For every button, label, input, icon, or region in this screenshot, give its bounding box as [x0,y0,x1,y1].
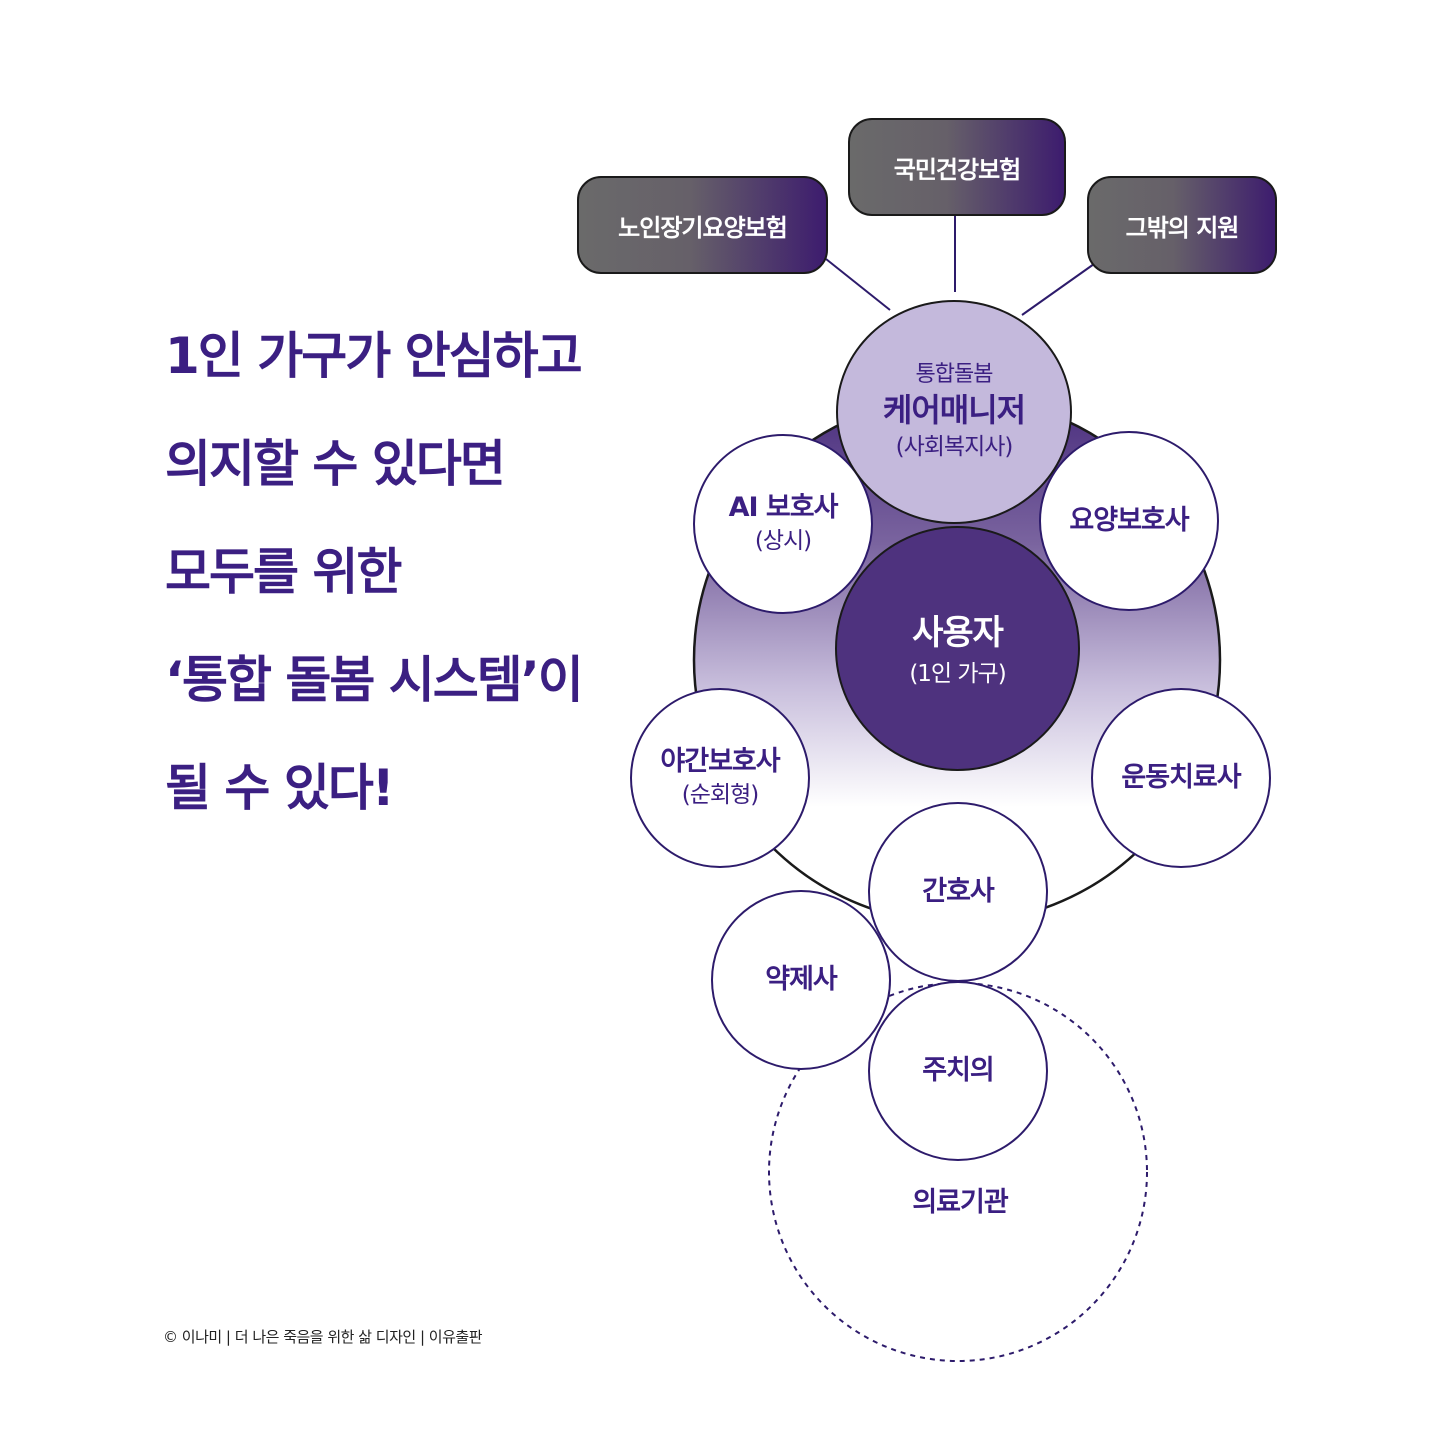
headline: 1인 가구가 안심하고 의지할 수 있다면 모두를 위한 ‘통합 돌봄 시스템’… [165,318,645,858]
headline-line-2: 의지할 수 있다면 [165,435,506,493]
physio-circle: 운동치료사 [1091,688,1271,868]
care-manager-circle: 통합돌봄 케어매니저 (사회복지사) [836,300,1072,524]
ai-caregiver-label: AI 보호사 [728,492,839,523]
connector-long-term-care [825,258,891,311]
medical-institution-label: 의료기관 [912,1187,1008,1218]
user-circle: 사용자 (1인 가구) [835,526,1080,771]
care-worker-circle: 요양보호사 [1039,431,1219,611]
national-health-insurance-label: 국민건강보험 [893,155,1021,184]
night-caregiver-sub: (순회형) [681,782,759,808]
headline-line-1: 1인 가구가 안심하고 [165,327,583,385]
primary-doctor-circle: 주치의 [868,981,1048,1161]
copyright-text: © 이나미 | 더 나은 죽음을 위한 삶 디자인 | 이유출판 [163,1328,483,1346]
ai-caregiver-circle: AI 보호사 (상시) [693,434,873,614]
headline-line-5: 될 수 있다! [165,759,395,817]
pharmacist-label: 약제사 [765,964,838,995]
headline-line-4: ‘통합 돌봄 시스템’이 [165,651,584,709]
connector-other-support [1021,263,1095,316]
other-support-box: 그밖의 지원 [1087,176,1277,274]
user-label: 사용자 [912,612,1004,653]
care-manager-top: 통합돌봄 [915,362,994,387]
care-manager-label: 케어매니저 [882,391,1026,429]
long-term-care-insurance-box: 노인장기요양보험 [577,176,828,274]
care-manager-sub: (사회복지사) [895,434,1014,460]
other-support-label: 그밖의 지원 [1125,213,1240,242]
ai-caregiver-sub: (상시) [754,528,812,554]
national-health-insurance-box: 국민건강보험 [848,118,1066,216]
pharmacist-circle: 약제사 [711,890,891,1070]
primary-doctor-label: 주치의 [922,1055,995,1086]
night-caregiver-label: 야간보호사 [660,746,780,777]
nurse-label: 간호사 [922,876,995,907]
user-sub: (1인 가구) [909,660,1006,687]
physio-label: 운동치료사 [1121,762,1241,793]
care-worker-label: 요양보호사 [1069,505,1189,536]
nurse-circle: 간호사 [868,802,1048,982]
headline-line-3: 모두를 위한 [165,543,402,601]
long-term-care-insurance-label: 노인장기요양보험 [618,213,788,242]
night-caregiver-circle: 야간보호사 (순회형) [630,688,810,868]
